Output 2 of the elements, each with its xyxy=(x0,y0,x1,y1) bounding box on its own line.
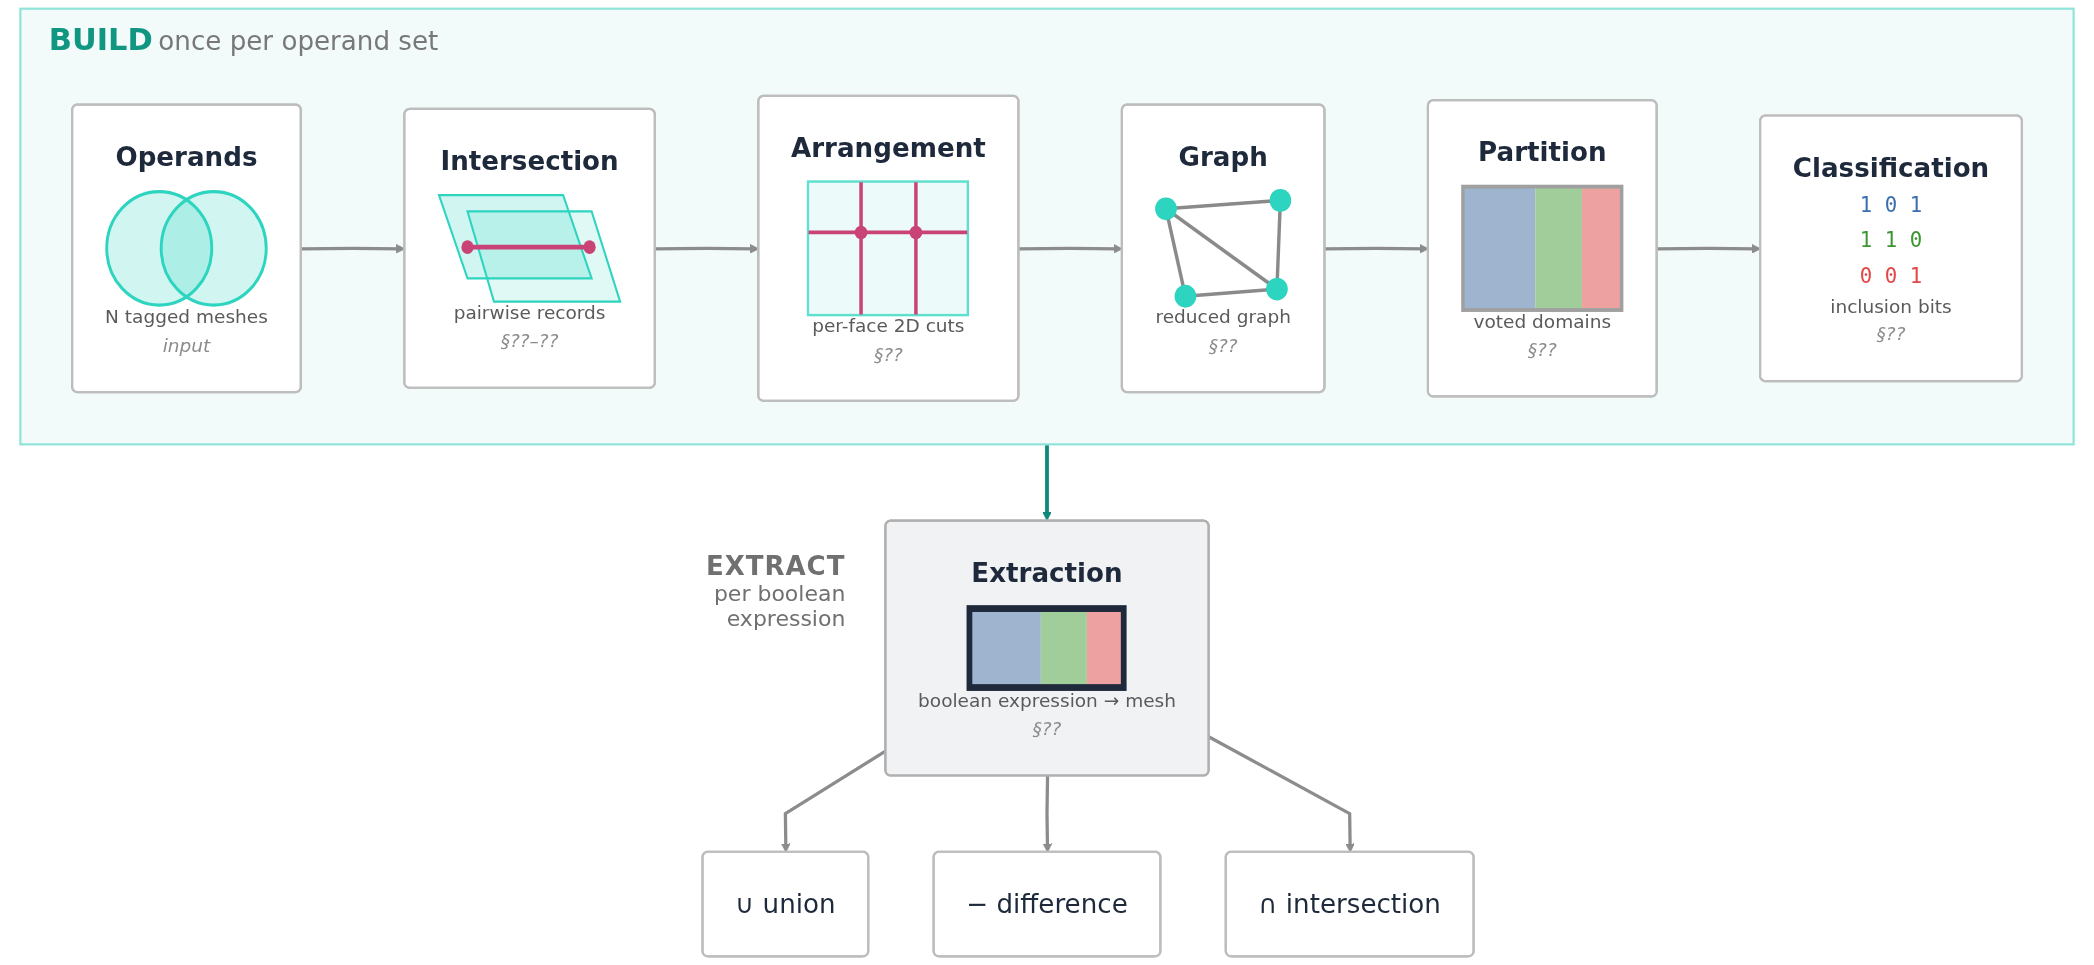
stage-note: per boolean expression xyxy=(712,581,846,632)
stage-heading: EXTRACT xyxy=(705,551,846,582)
